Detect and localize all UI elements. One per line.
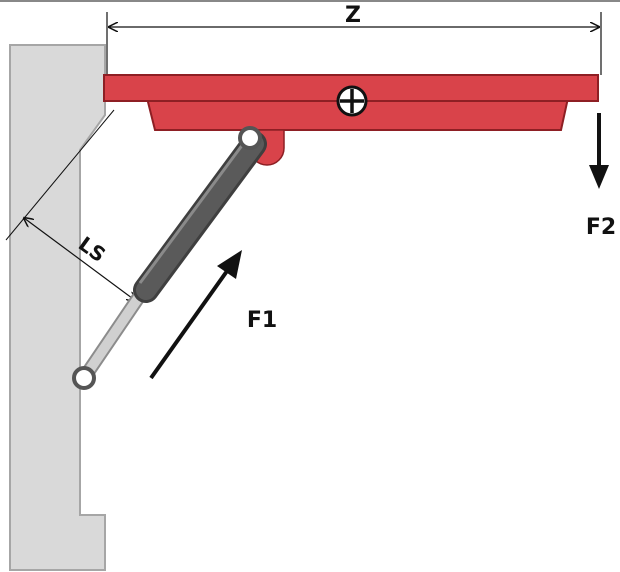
f2-label: F2	[586, 215, 616, 240]
crosshair-circle-icon	[336, 85, 368, 117]
gas-spring	[72, 126, 267, 390]
lid-pivot-joint	[238, 126, 262, 150]
f1-force-arrow	[149, 250, 242, 380]
f2-force-arrow	[589, 113, 609, 189]
wall-pivot-joint	[72, 366, 96, 390]
z-dimension	[106, 12, 602, 75]
f1-label: F1	[247, 308, 277, 333]
wall	[9, 44, 106, 571]
z-label: Z	[345, 3, 361, 28]
